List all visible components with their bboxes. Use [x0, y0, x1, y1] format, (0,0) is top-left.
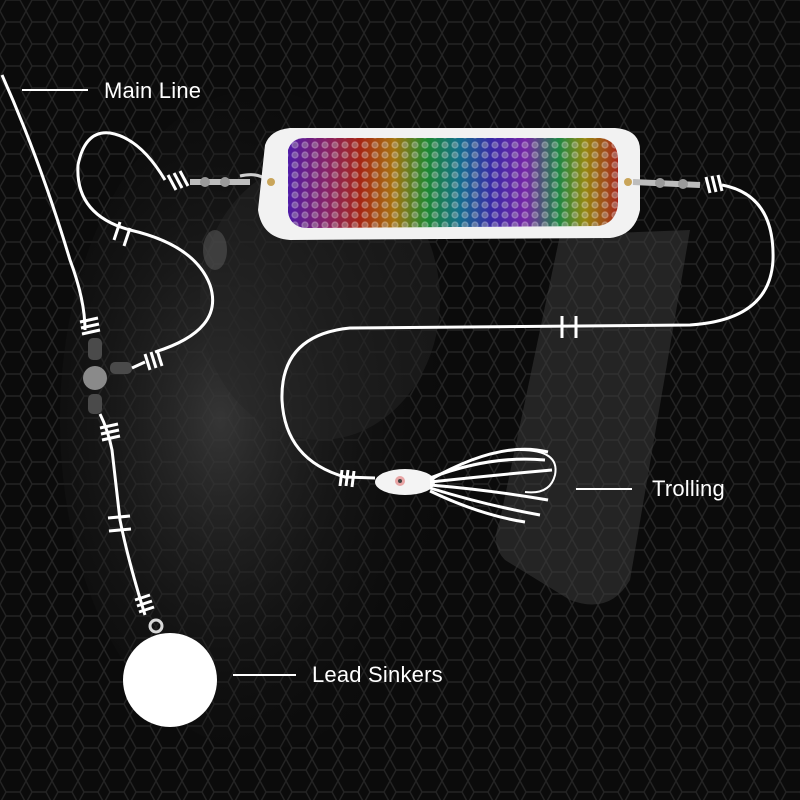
leader-to-lure [280, 183, 775, 480]
crimp-sleeve-dropper [99, 422, 121, 442]
leader-to-flasher [76, 131, 215, 354]
flasher [258, 128, 640, 240]
line-stop-right [560, 316, 578, 338]
main-line [0, 74, 87, 331]
snap-swivel-right [632, 178, 701, 189]
trolling-lure [375, 447, 557, 524]
crimp-sleeve-sinker [134, 593, 155, 614]
lead-sinker [123, 633, 217, 727]
crimp-sleeve-lure [338, 469, 356, 488]
main-line-label: Main Line [104, 78, 202, 103]
sinker-eye [148, 618, 164, 634]
trolling-label: Trolling [652, 476, 725, 501]
crimp-sleeve [166, 170, 190, 191]
snap-swivel-left [190, 173, 268, 187]
line-stop [112, 221, 132, 247]
crimp-sleeve-right [704, 174, 724, 194]
background-flasher-shadow [496, 230, 690, 605]
three-way-swivel [79, 316, 164, 414]
line-stop-dropper [107, 514, 132, 533]
lead-sinkers-label: Lead Sinkers [312, 662, 443, 687]
